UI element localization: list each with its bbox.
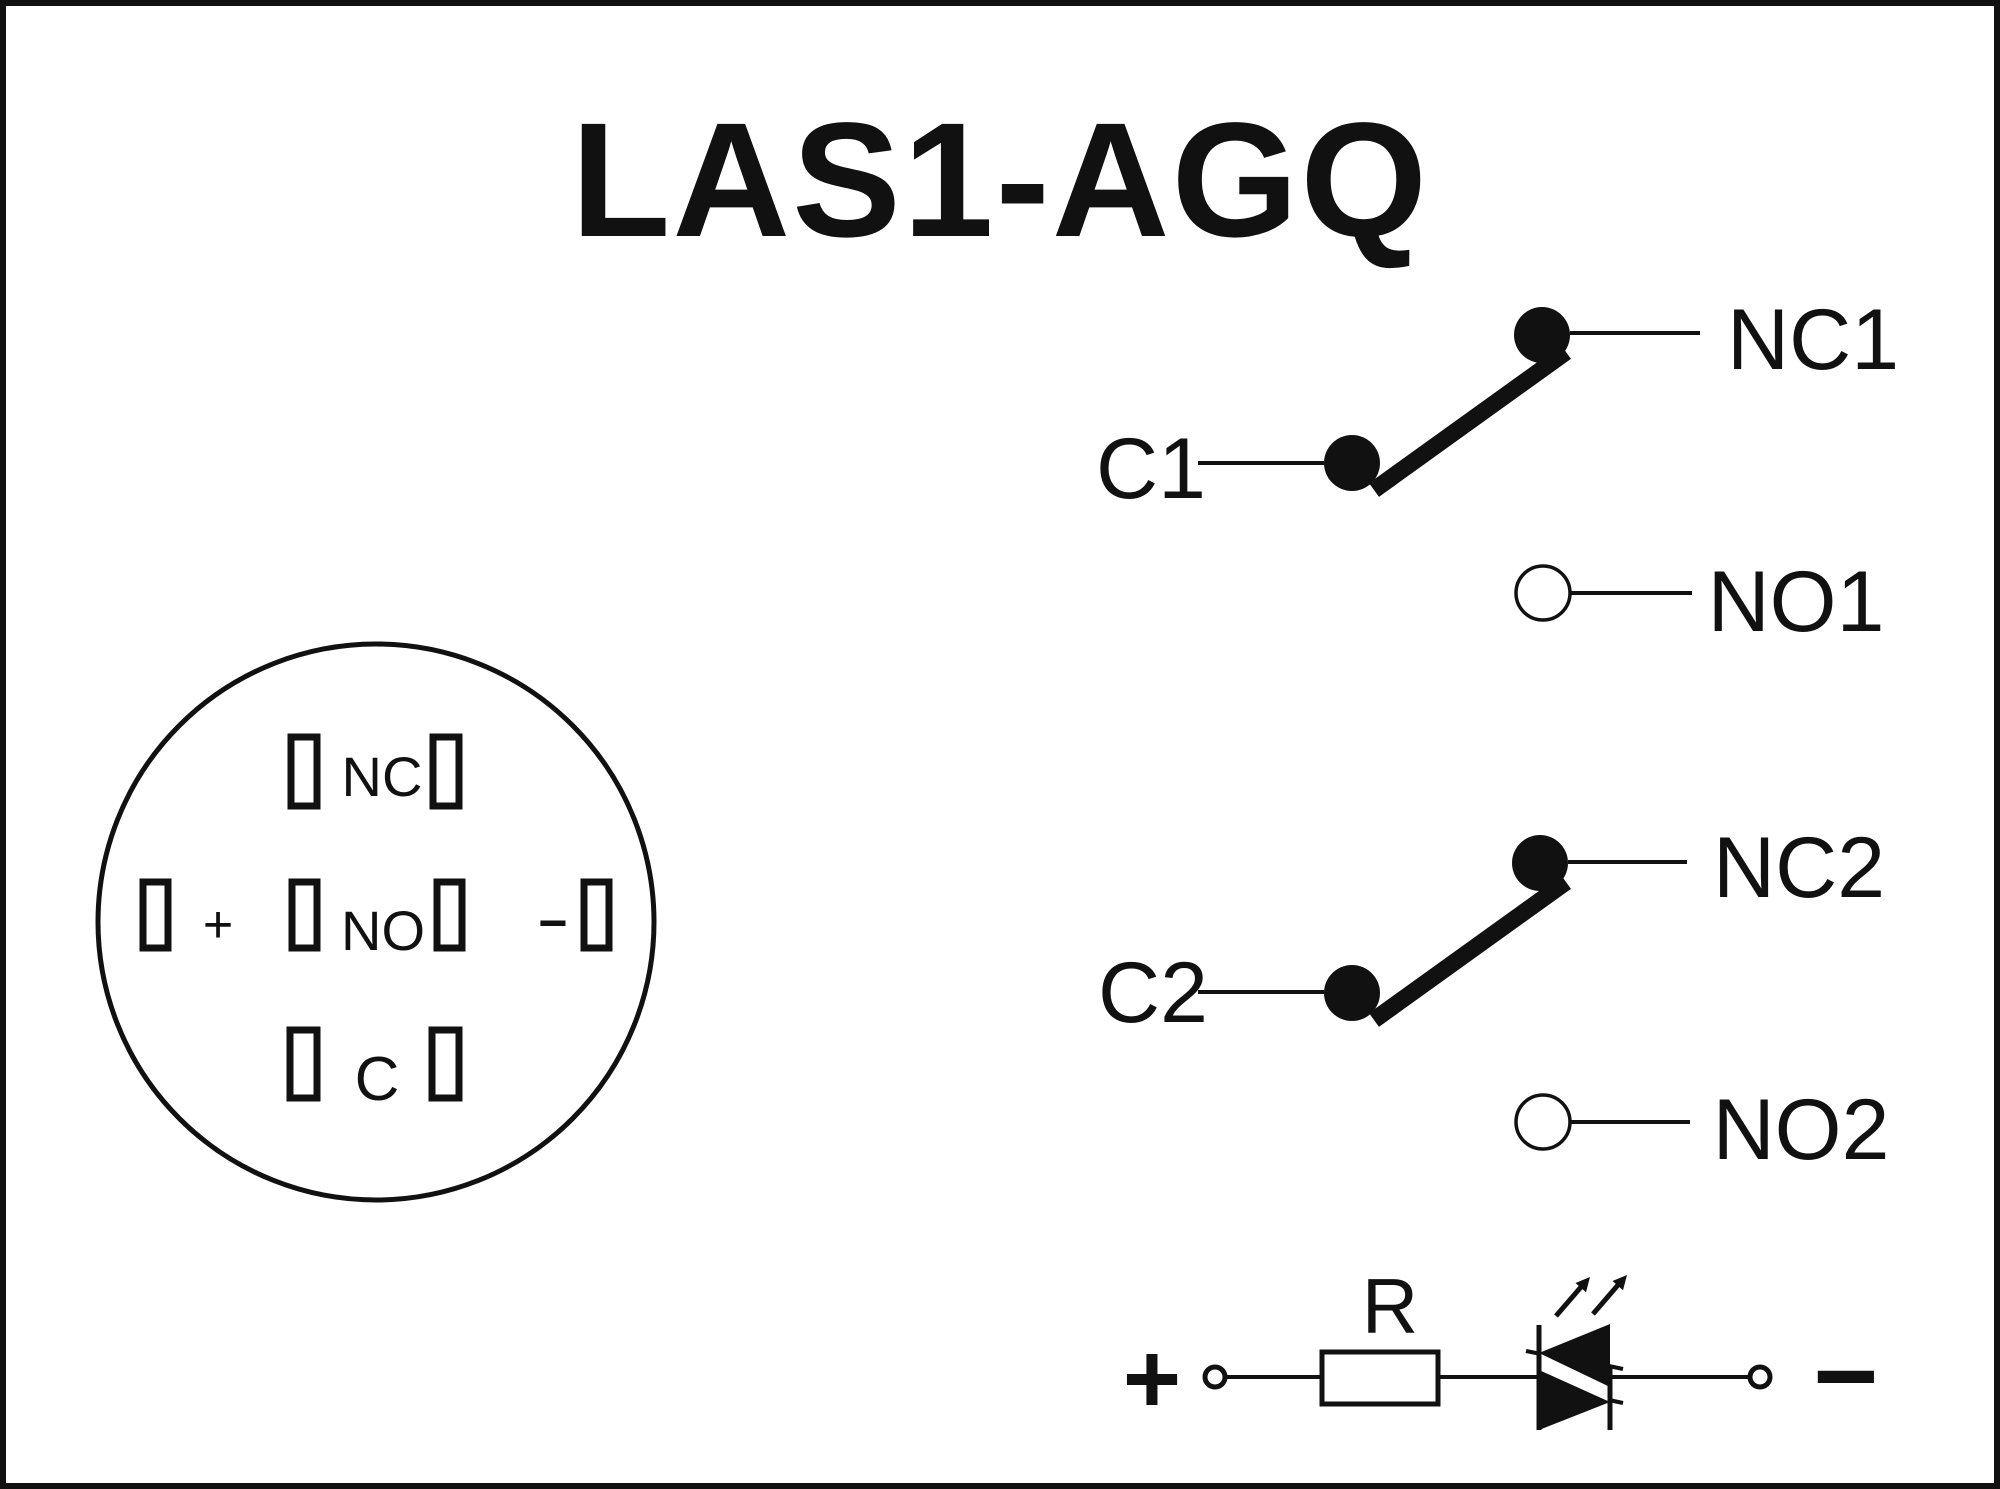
pin-label-minus: − — [538, 895, 568, 951]
switch-pole-2 — [1198, 835, 1690, 1151]
pin-nc-right — [429, 733, 463, 810]
contact-circle-no1 — [1514, 564, 1572, 622]
switch2-common-label: C2 — [1098, 945, 1208, 1041]
led-symbol — [1525, 1275, 1627, 1430]
terminal-circle-negative — [1747, 1364, 1773, 1390]
led-tick-left — [1525, 1349, 1542, 1356]
pin-c-left — [286, 1026, 321, 1102]
pin-label-c: C — [354, 1045, 400, 1114]
pin-label-plus: + — [202, 896, 234, 954]
led-negative-label: − — [1813, 1313, 1879, 1438]
pin-led-positive — [139, 878, 172, 952]
led-emission-arrow-1 — [1554, 1277, 1590, 1318]
led-triangle-top — [1539, 1324, 1610, 1387]
terminal-circle-positive — [1202, 1364, 1228, 1390]
contact-dot-c1 — [1324, 435, 1380, 491]
resistor-label: R — [1361, 1262, 1419, 1350]
switch2-no-label: NO2 — [1712, 1082, 1890, 1178]
switch-pole-1 — [1198, 307, 1700, 622]
contact-dot-c2 — [1324, 965, 1380, 1021]
contact-dot-nc1 — [1514, 307, 1570, 363]
connector-rear-view — [95, 641, 657, 1203]
led-emission-arrow-2 — [1591, 1275, 1627, 1316]
pin-no-right — [433, 878, 466, 952]
lever-pole-2 — [1369, 875, 1571, 1027]
led-tick-right-upper — [1608, 1364, 1624, 1371]
pin-nc-left — [287, 733, 321, 810]
pin-label-nc: NC — [341, 745, 423, 808]
contact-dot-nc2 — [1512, 835, 1568, 891]
connector-body-circle — [95, 641, 657, 1203]
page-title: LAS1-AGQ — [570, 88, 1430, 271]
pin-c-right — [428, 1026, 463, 1102]
resistor-body — [1319, 1349, 1441, 1407]
led-positive-label: + — [1122, 1323, 1182, 1435]
led-tick-right-lower — [1608, 1398, 1624, 1405]
led-circuit — [1202, 1275, 1773, 1430]
pin-no-left — [288, 878, 321, 952]
switch1-common-label: C1 — [1096, 421, 1206, 517]
switch1-nc-label: NC1 — [1726, 292, 1900, 388]
pin-label-no: NO — [341, 899, 425, 962]
switch2-nc-label: NC2 — [1712, 820, 1886, 916]
led-triangle-bottom — [1539, 1370, 1610, 1430]
lever-pole-1 — [1369, 345, 1571, 497]
contact-circle-no2 — [1514, 1093, 1572, 1151]
switch1-no-label: NO1 — [1707, 554, 1885, 650]
pin-led-negative — [580, 878, 613, 952]
